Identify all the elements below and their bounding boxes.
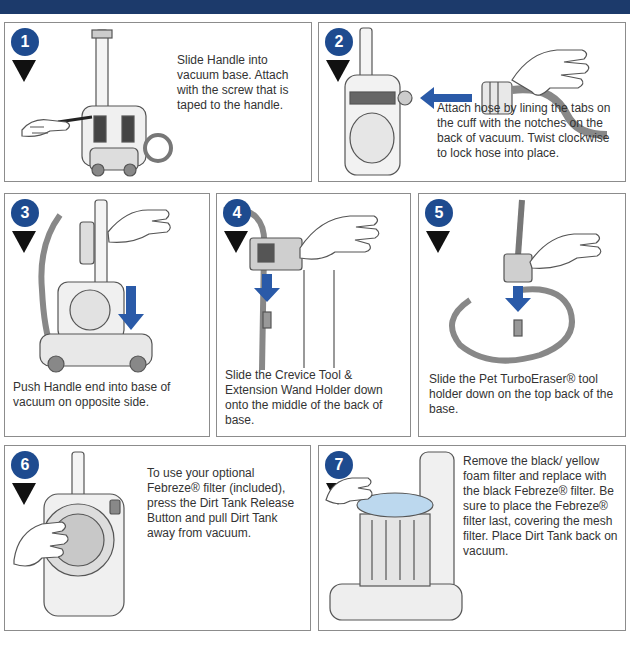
step-arrow-part <box>12 60 36 82</box>
handle-push-figure-part <box>70 290 110 330</box>
handle-push-figure-part <box>118 286 144 330</box>
tool-holder-figure-part <box>250 238 302 270</box>
dirt-tank-figure-part <box>110 500 120 514</box>
step-arrow <box>12 60 450 505</box>
handle-push-figure-part <box>80 222 94 264</box>
filter-swap-figure-part <box>371 520 372 580</box>
vacuum-base-figure-part <box>22 120 70 137</box>
step-panel: Attach hose by lining the tabs on the cu… <box>318 22 626 182</box>
callout-number: 5 <box>425 199 453 227</box>
filter-swap-figure-part <box>330 584 462 620</box>
tool-holder-figure-part <box>254 274 280 302</box>
handle-push-figure-part <box>108 210 170 242</box>
step-arrow-part <box>326 60 350 82</box>
filter-swap-figure-part <box>413 520 414 580</box>
step-number: 7 <box>325 451 353 479</box>
step-arrow-part <box>12 231 36 253</box>
step-number: 6 <box>11 451 39 479</box>
step-panel: Slide Handle into vacuum base. Attach wi… <box>4 22 312 182</box>
dirt-tank-figure-part <box>72 452 84 498</box>
filter-swap-figure <box>326 452 462 620</box>
step-number: 3 <box>11 199 39 227</box>
vacuum-base-figure-part <box>92 164 104 176</box>
vacuum-base-figure-part <box>124 164 136 176</box>
turbo-holder-figure-part <box>505 286 531 312</box>
vacuum-base-figure-part <box>92 30 112 38</box>
callout-number: 6 <box>11 451 39 479</box>
hose-attach-figure-part <box>350 113 394 163</box>
header-bar <box>0 0 630 14</box>
turbo-holder-figure <box>452 200 601 361</box>
vacuum-base-figure <box>22 30 171 176</box>
step-number: 1 <box>11 28 39 56</box>
instruction-text: Slide the Crevice Tool & Extension Wand … <box>225 368 405 428</box>
tool-holder-figure-part <box>333 270 334 368</box>
instruction-text: To use your optional Febreze® filter (in… <box>147 466 305 541</box>
callout-number: 4 <box>223 199 251 227</box>
step-arrow-part <box>224 231 248 253</box>
step-panel: Push Handle end into base of vacuum on o… <box>4 193 210 437</box>
step-panel: Slide the Crevice Tool & Extension Wand … <box>216 193 411 437</box>
vacuum-base-figure-part <box>30 127 48 133</box>
handle-push-figure-part <box>95 200 107 290</box>
callout-number: 3 <box>11 199 39 227</box>
hose-attach-figure-part <box>398 91 412 105</box>
handle-push-figure-part <box>48 356 64 372</box>
handle-push-figure-part <box>130 356 146 372</box>
dirt-tank-figure-part <box>14 522 68 566</box>
callout-number: 7 <box>325 451 353 479</box>
tool-holder-figure-part <box>263 312 271 328</box>
handle-push-figure-part <box>41 215 60 350</box>
step-number: 4 <box>223 199 251 227</box>
step-panel: Remove the black/ yellow foam filter and… <box>318 445 626 631</box>
instruction-text: Slide Handle into vacuum base. Attach wi… <box>177 53 308 113</box>
vacuum-base-figure-part <box>94 116 106 142</box>
step-panel: To use your optional Febreze® filter (in… <box>4 445 311 631</box>
tool-holder-figure <box>224 209 379 370</box>
turbo-holder-figure-part <box>530 234 601 268</box>
step-number: 5 <box>425 199 453 227</box>
turbo-holder-figure-part <box>504 254 532 282</box>
handle-push-figure <box>40 200 170 372</box>
vacuum-base-figure-part <box>96 30 108 110</box>
instruction-text: Attach hose by lining the tabs on the cu… <box>437 101 621 161</box>
hose-attach-figure-part <box>512 50 589 95</box>
step-arrow-part <box>426 231 450 253</box>
vacuum-base-figure-part <box>145 135 171 161</box>
tool-holder-figure-part <box>303 270 304 368</box>
instruction-text: Slide the Pet TurboEraser® tool holder d… <box>429 372 619 417</box>
callout-number: 1 <box>11 28 39 56</box>
step-panel: Slide the Pet TurboEraser® tool holder d… <box>418 193 626 437</box>
tool-holder-figure-part <box>258 244 274 262</box>
filter-swap-figure-part <box>399 520 400 580</box>
hose-attach-figure-part <box>350 92 395 104</box>
callout-number: 2 <box>325 28 353 56</box>
step-arrow-part <box>12 483 36 505</box>
handle-push-figure-part <box>58 282 124 340</box>
hose-attach-figure-part <box>360 28 372 78</box>
filter-swap-figure-part <box>326 478 372 504</box>
hose-attach-figure-part <box>345 75 400 175</box>
turbo-holder-figure-part <box>514 320 522 336</box>
vacuum-base-figure-part <box>122 116 134 142</box>
filter-swap-figure-part <box>360 514 430 586</box>
instruction-text: Push Handle end into base of vacuum on o… <box>13 380 205 410</box>
filter-swap-figure-part <box>385 520 386 580</box>
instruction-text: Remove the black/ yellow foam filter and… <box>463 454 621 559</box>
turbo-holder-figure-part <box>518 200 522 256</box>
step-number: 2 <box>325 28 353 56</box>
tool-holder-figure-part <box>300 216 379 259</box>
